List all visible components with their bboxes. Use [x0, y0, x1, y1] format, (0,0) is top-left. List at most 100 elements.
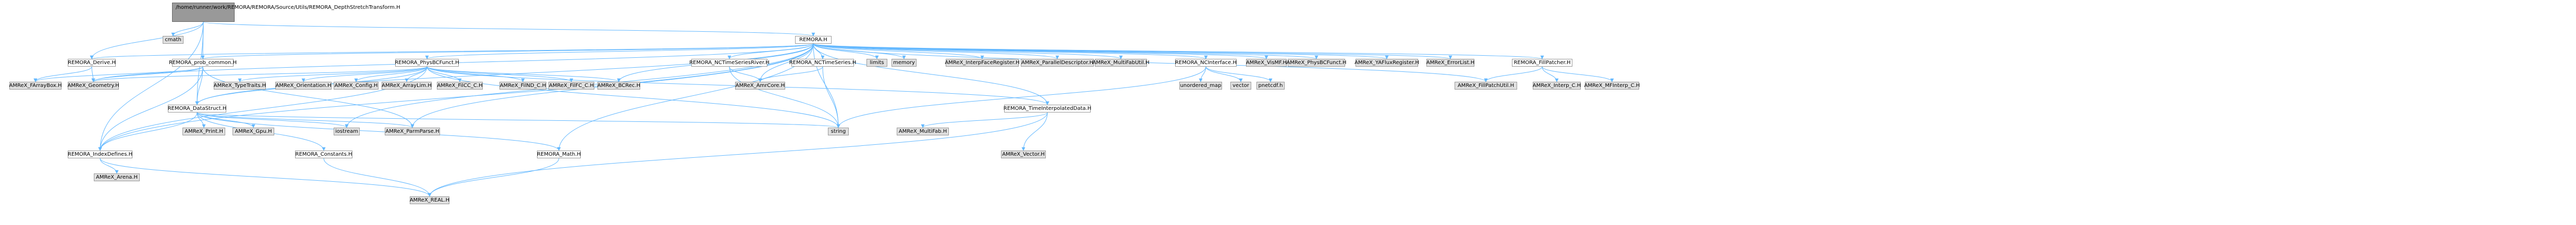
graph-node-vector: vector [1230, 82, 1251, 90]
graph-node-bcrec: AMReX_BCRec.H [597, 82, 640, 90]
edge-remora-h-to-physbcfunct-amrex [813, 43, 1318, 59]
graph-node-filfc: AMReX_FilFC_C.H [548, 82, 594, 90]
graph-node-amrcore: AMReX_AmrCore.H [735, 82, 785, 90]
edge-fillpatcher-to-mfinterp-c [1542, 66, 1614, 82]
edge-timeinterp-to-real [428, 112, 1048, 197]
graph-node-parmparse: AMReX_ParmParse.H [385, 128, 440, 135]
graph-node-root: /home/runner/work/REMORA/REMORA/Source/U… [172, 3, 400, 22]
graph-node-remora-h[interactable]: REMORA.H [795, 36, 832, 44]
edge-physbcfunct-to-config [354, 66, 428, 82]
edge-ncinterface-to-pnetcdf [1205, 66, 1273, 82]
graph-node-paralleldesc: AMReX_ParallelDescriptor.H [1021, 59, 1094, 67]
dependency-edges [33, 21, 1614, 197]
edge-ncts-to-string [822, 66, 840, 128]
edge-timeinterp-to-multifab [921, 112, 1048, 128]
edge-physbcfunct-to-orientation [301, 66, 428, 82]
edge-remora-h-to-physbcfunct [425, 43, 814, 59]
graph-node-physbcfunct[interactable]: REMORA_PhysBCFunct.H [395, 59, 459, 67]
edge-remora-h-to-multifabutil [813, 43, 1123, 59]
edge-remora-h-to-paralleldesc [813, 43, 1059, 59]
edge-indexdefines-to-real [100, 158, 432, 197]
edge-remora-math-to-real [428, 158, 559, 197]
graph-node-arraylim: AMReX_ArrayLim.H [382, 82, 432, 90]
edge-prob-common-to-fabarraybox [33, 66, 203, 82]
graph-node-interfacereg: AMReX_InterpFaceRegister.H [945, 59, 1020, 67]
edge-datastruct-to-iostream [197, 112, 349, 128]
graph-node-mfinterp-c: AMReX_MFInterp_C.H [1584, 82, 1640, 90]
edge-prob-common-to-datastruct [195, 66, 203, 105]
edge-physbcfunct-to-string [426, 66, 840, 128]
edge-remora-h-to-datastruct [195, 43, 814, 105]
edge-physbcfunct-to-indexdefines [98, 66, 428, 151]
graph-node-orientation: AMReX_Orientation.H [275, 82, 332, 90]
edge-remora-h-to-limits [813, 43, 879, 59]
edge-ncinterface-to-vector [1205, 66, 1243, 82]
graph-node-gpu: AMReX_Gpu.H [233, 128, 274, 135]
edge-remora-h-to-nctsriver [727, 43, 814, 59]
graph-node-derive[interactable]: REMORA_Derive.H [68, 59, 116, 67]
graph-node-real: AMReX_REAL.H [410, 196, 449, 204]
edge-physbcfunct-to-filfc [426, 66, 573, 82]
edge-remora-h-to-amrcore [758, 43, 814, 82]
graph-node-multifab: AMReX_MultiFab.H [897, 128, 949, 135]
graph-node-fillpatcher[interactable]: REMORA_FillPatcher.H [1512, 59, 1572, 67]
edge-root-to-indexdefines [98, 21, 204, 151]
edge-remora-h-to-fillpatcher [813, 43, 1544, 59]
graph-node-typetraits: AMReX_TypeTraits.H [214, 82, 266, 90]
edge-nctsriver-to-amrcore [729, 66, 762, 82]
graph-node-print: AMReX_Print.H [182, 128, 225, 135]
graph-node-multifabutil: AMReX_MultiFabUtil.H [1092, 59, 1150, 67]
graph-node-fabarraybox: AMReX_FArrayBox.H [9, 82, 62, 90]
graph-node-config: AMReX_Config.H [334, 82, 379, 90]
graph-node-indexdefines[interactable]: REMORA_IndexDefines.H [68, 151, 132, 158]
edge-root-to-remora-h [203, 21, 815, 36]
graph-node-ncts[interactable]: REMORA_NCTimeSeries.H [789, 59, 856, 67]
edge-remora-h-to-errorlist [813, 43, 1452, 59]
edge-ncinterface-to-string [836, 66, 1206, 128]
edge-datastruct-to-parmparse [197, 112, 414, 128]
edge-indexdefines-to-arena [100, 158, 119, 174]
edge-root-to-cmath [171, 21, 204, 36]
graph-node-interp-c: AMReX_Interp_C.H [1533, 82, 1581, 90]
edge-remora-h-to-fillpatchutil [813, 43, 1488, 82]
edge-prob-common-to-parmparse [202, 66, 414, 128]
edge-nctsriver-to-string [729, 66, 840, 128]
graph-node-fillpatchutil: AMReX_FillPatchUtil.H [1455, 82, 1517, 90]
edge-ncts-to-amrcore [758, 66, 823, 82]
graph-node-pnetcdf: pnetcdf.h [1256, 82, 1285, 90]
graph-node-amrex-vector: AMReX_Vector.H [1001, 151, 1046, 158]
edge-constants-to-real [323, 158, 432, 197]
graph-node-prob-common[interactable]: REMORA_prob_common.H [169, 59, 237, 67]
edge-physbcfunct-to-geometry [91, 66, 428, 82]
graph-node-iostream: iostream [334, 128, 360, 135]
graph-node-ncinterface[interactable]: REMORA_NCInterface.H [1175, 59, 1237, 67]
edge-remora-h-to-indexdefines [98, 43, 814, 151]
graph-node-arena: AMReX_Arena.H [94, 173, 140, 181]
edge-datastruct-to-indexdefines [98, 112, 198, 151]
graph-node-limits: limits [866, 59, 887, 67]
edge-fillpatcher-to-interp-c [1542, 66, 1559, 82]
graph-node-remora-math[interactable]: REMORA_Math.H [537, 151, 581, 158]
graph-node-filcc: AMReX_FilCC_C.H [437, 82, 483, 90]
edge-timeinterp-to-amrex-vector [1021, 112, 1048, 151]
graph-node-filnd: AMReX_FilND_C.H [499, 82, 546, 90]
edge-remora-h-to-derive [90, 43, 814, 59]
graph-node-errorlist: AMReX_ErrorList.H [1426, 59, 1474, 67]
graph-node-timeinterp[interactable]: REMORA_TimeInterpolatedData.H [1004, 105, 1091, 113]
graph-node-memory: memory [892, 59, 917, 67]
edge-remora-h-to-interfacereg [813, 43, 984, 59]
graph-node-yafluxreg: AMReX_YAFluxRegister.H [1354, 59, 1419, 67]
edge-remora-h-to-string [813, 43, 840, 128]
graph-node-cmath: cmath [163, 36, 184, 44]
edge-physbcfunct-to-typetraits [238, 66, 428, 82]
graph-node-unordered-map: unordered_map [1179, 82, 1222, 90]
edge-derive-to-fabarraybox [33, 66, 92, 82]
graph-node-datastruct[interactable]: REMORA_DataStruct.H [168, 105, 226, 113]
graph-node-nctsriver[interactable]: REMORA_NCTimeSeriesRiver.H [689, 59, 770, 67]
edge-remora-h-to-prob-common [201, 43, 814, 59]
graph-node-vismf: AMReX_VisMF.H [1246, 59, 1287, 67]
graph-node-constants[interactable]: REMORA_Constants.H [295, 151, 352, 158]
edge-datastruct-to-string [197, 112, 840, 128]
edge-remora-h-to-remora-math [557, 43, 814, 151]
